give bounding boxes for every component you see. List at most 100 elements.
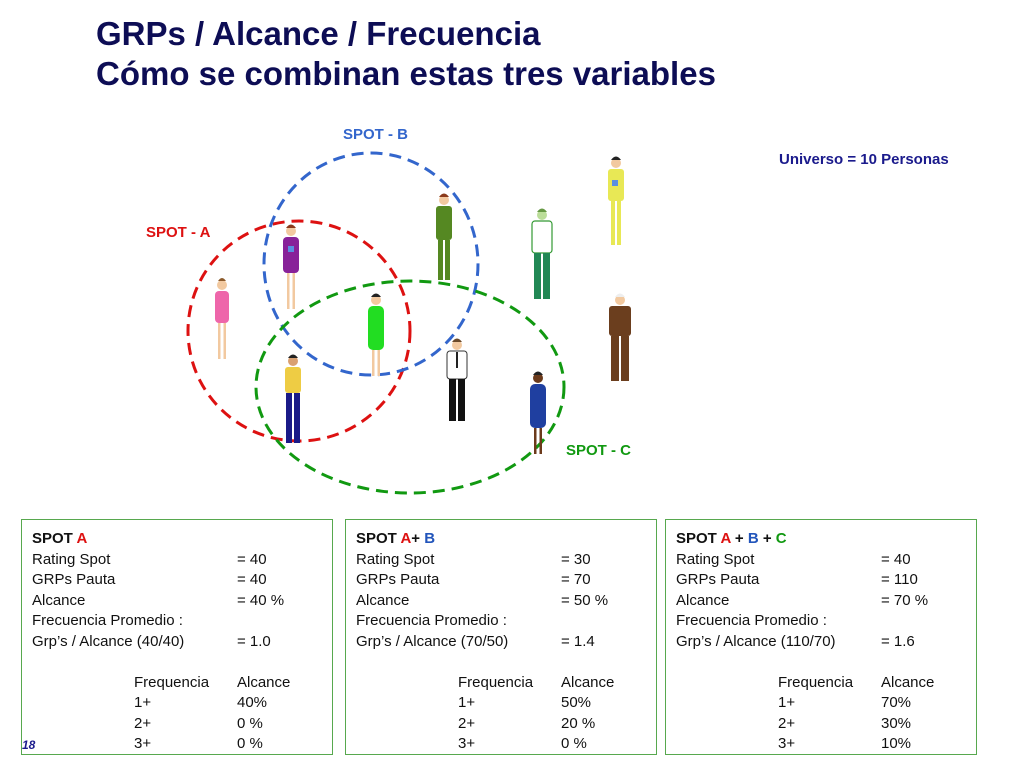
spot-a-label: SPOT - A bbox=[146, 224, 211, 241]
stat-row: Frecuencia Promedio : bbox=[356, 611, 646, 632]
stat-value: = 70 % bbox=[881, 591, 929, 609]
stat-value: = 30 bbox=[561, 550, 591, 568]
reach-col-header: Alcance bbox=[237, 673, 291, 691]
box-heading: SPOT A+ B bbox=[356, 529, 646, 550]
stat-label: Frecuencia Promedio : bbox=[356, 612, 507, 629]
stat-label: Grp’s / Alcance (40/40) bbox=[32, 632, 185, 650]
freq-col-header: Frequencia bbox=[134, 673, 210, 691]
page-number: 18 bbox=[22, 738, 36, 752]
reach-cell: 40% bbox=[237, 694, 268, 711]
reach-col-header: Alcance bbox=[561, 673, 615, 691]
person-icon bbox=[530, 371, 546, 454]
stat-row: Alcance = 50 % bbox=[356, 591, 646, 612]
reach-cell: 0 % bbox=[237, 735, 263, 752]
freq-row: 3+ 0 % bbox=[32, 734, 322, 755]
stat-row: Frecuencia Promedio : bbox=[676, 611, 966, 632]
stat-row: GRPs Pauta= 40 bbox=[32, 570, 322, 591]
stat-row: Rating Spot= 40 bbox=[676, 550, 966, 571]
person-icon bbox=[609, 293, 631, 381]
spot-b-circle bbox=[262, 151, 480, 377]
stat-label: Rating Spot bbox=[356, 550, 435, 568]
freq-row: 1+ 70% bbox=[676, 693, 966, 714]
heading-spot-b: B bbox=[424, 530, 436, 547]
stat-row: Grp’s / Alcance (110/70)= 1.6 bbox=[676, 632, 966, 653]
stat-row: Frecuencia Promedio : bbox=[32, 611, 322, 632]
stat-row: GRPs Pauta = 110 bbox=[676, 570, 966, 591]
freq-header: Frequencia Alcance bbox=[32, 673, 322, 694]
person-icon bbox=[446, 338, 468, 421]
stat-row: GRPs Pauta = 70 bbox=[356, 570, 646, 591]
freq-cell: 1+ bbox=[134, 694, 152, 711]
freq-row: 3+ 0 % bbox=[356, 734, 646, 755]
stat-row: Rating Spot = 30 bbox=[356, 550, 646, 571]
heading-spot-b: B bbox=[747, 530, 759, 547]
heading-prefix: SPOT bbox=[356, 530, 401, 547]
stat-value: = 50 % bbox=[561, 591, 609, 609]
heading-prefix: SPOT bbox=[32, 530, 77, 547]
freq-cell: 1+ bbox=[458, 694, 476, 711]
reach-cell: 50% bbox=[561, 694, 592, 711]
freq-row: 2+ 20 % bbox=[356, 714, 646, 735]
stat-row: Rating Spot= 40 bbox=[32, 550, 322, 571]
stat-value: = 1.0 bbox=[237, 632, 271, 650]
freq-col-header: Frequencia bbox=[458, 673, 534, 691]
freq-cell: 3+ bbox=[458, 735, 476, 752]
stat-row: Grp’s / Alcance (40/40) = 1.0 bbox=[32, 632, 322, 653]
reach-cell: 10% bbox=[881, 735, 912, 752]
person-icon bbox=[283, 224, 299, 309]
stat-value: = 1.6 bbox=[881, 632, 915, 650]
stat-label: GRPs Pauta bbox=[676, 571, 760, 588]
stat-value: = 70 bbox=[561, 571, 591, 588]
box-heading: SPOT A bbox=[32, 529, 322, 550]
stat-value: = 40 bbox=[881, 550, 911, 568]
freq-header: Frequencia Alcance bbox=[356, 673, 646, 694]
heading-spot-a: A bbox=[400, 530, 412, 547]
person-icon bbox=[436, 193, 452, 280]
freq-col-header: Frequencia bbox=[778, 673, 854, 691]
freq-cell: 3+ bbox=[134, 735, 152, 752]
person-icon bbox=[215, 278, 229, 359]
stat-row: Alcance= 40 % bbox=[32, 591, 322, 612]
freq-row: 2+ 30% bbox=[676, 714, 966, 735]
stat-label: GRPs Pauta bbox=[356, 571, 440, 588]
freq-row: 1+ 50% bbox=[356, 693, 646, 714]
stat-value: = 40 bbox=[237, 571, 267, 588]
stat-label: Frecuencia Promedio : bbox=[32, 612, 183, 629]
stat-row: Alcance = 70 % bbox=[676, 591, 966, 612]
title-line-1: GRPs / Alcance / Frecuencia bbox=[96, 15, 541, 52]
reach-cell: 30% bbox=[881, 714, 912, 732]
freq-cell: 2+ bbox=[778, 714, 796, 732]
freq-row: 2+0 % bbox=[32, 714, 322, 735]
box-heading: SPOT A + B + C bbox=[676, 529, 966, 550]
freq-cell: 2+ bbox=[458, 714, 476, 732]
freq-header: Frequencia Alcance bbox=[676, 673, 966, 694]
stat-label: Grp’s / Alcance (70/50) bbox=[356, 632, 509, 650]
heading-plus: + bbox=[758, 530, 776, 547]
person-icon bbox=[285, 354, 301, 443]
spot-b-label: SPOT - B bbox=[343, 126, 409, 143]
reach-cell: 0 % bbox=[237, 714, 263, 732]
person-icon bbox=[608, 156, 624, 245]
stat-row: Grp’s / Alcance (70/50)= 1.4 bbox=[356, 632, 646, 653]
heading-plus: + bbox=[411, 530, 425, 547]
person-icon bbox=[368, 293, 384, 376]
person-icon bbox=[531, 208, 553, 299]
stat-label: Alcance bbox=[356, 591, 410, 609]
universe-label: Universo = 10 Personas bbox=[779, 151, 949, 168]
stat-value: = 110 bbox=[881, 571, 918, 588]
stat-value: = 40 bbox=[237, 550, 267, 568]
freq-cell: 3+ bbox=[778, 735, 796, 752]
reach-cell: 70% bbox=[881, 694, 912, 711]
reach-col-header: Alcance bbox=[881, 673, 935, 691]
stat-label: Alcance bbox=[676, 591, 730, 609]
venn-diagram bbox=[186, 151, 631, 495]
stat-label: Alcance bbox=[32, 591, 86, 609]
freq-cell: 1+ bbox=[778, 694, 796, 711]
reach-cell: 0 % bbox=[561, 735, 587, 752]
title-line-2: Cómo se combinan estas tres variables bbox=[96, 55, 716, 92]
heading-spot-a: A bbox=[720, 530, 731, 547]
heading-prefix: SPOT bbox=[676, 530, 721, 547]
freq-row: 1+ 40% bbox=[32, 693, 322, 714]
heading-spot-c: C bbox=[775, 530, 787, 547]
reach-cell: 20 % bbox=[561, 714, 596, 732]
